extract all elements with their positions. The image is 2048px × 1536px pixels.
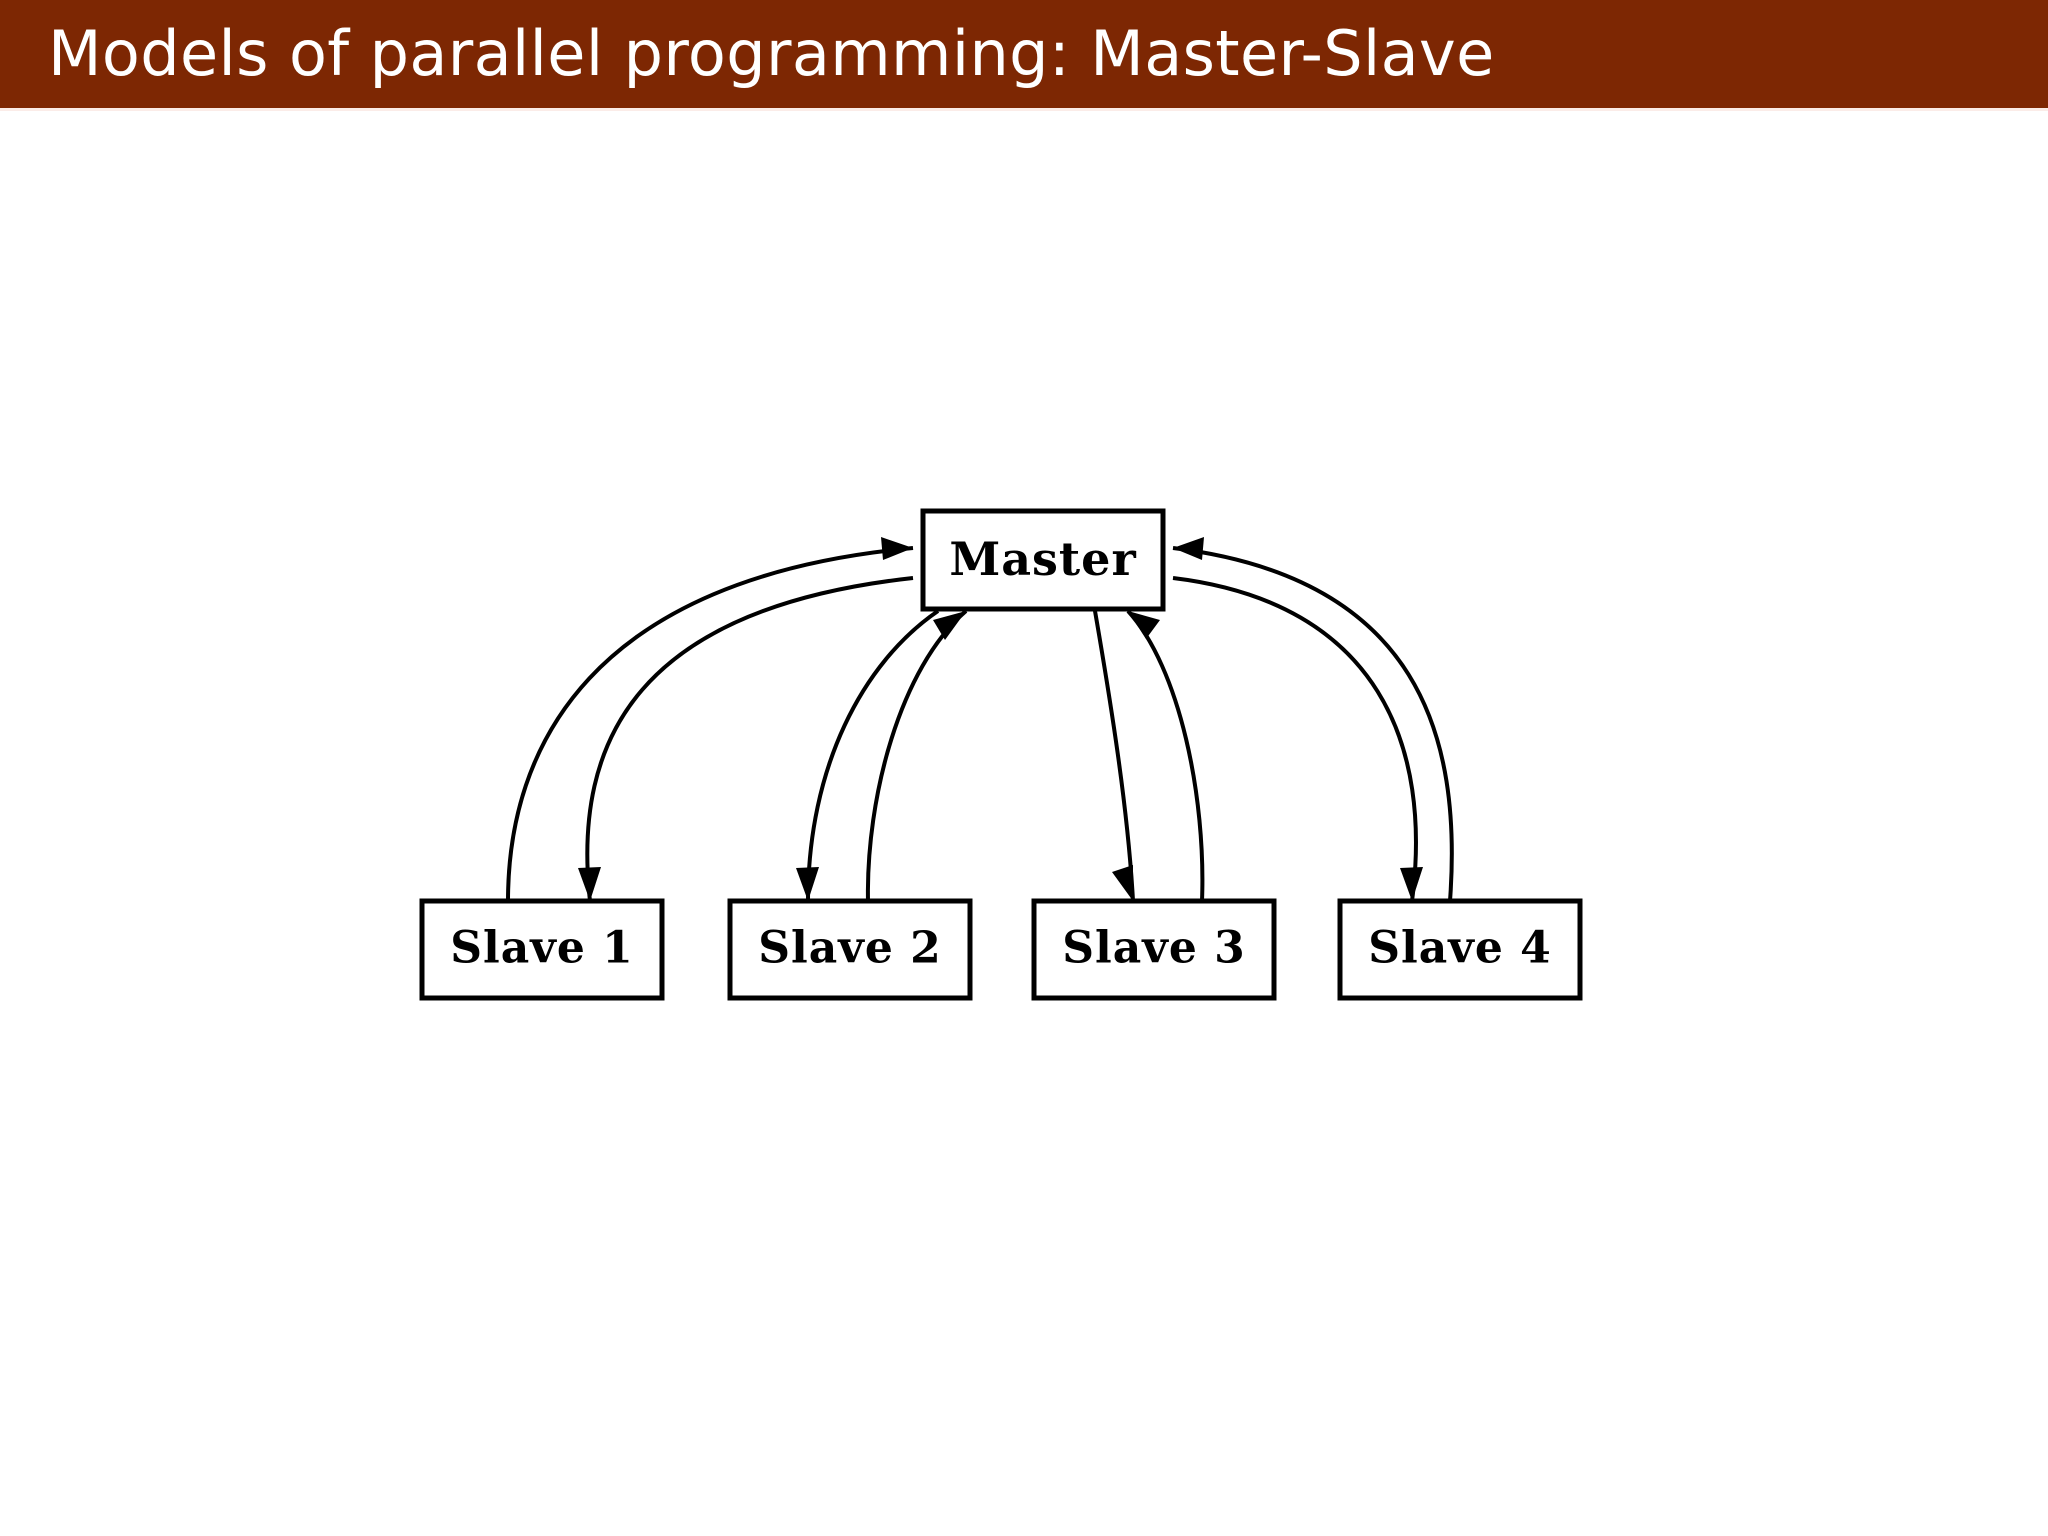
- edge-path: [585, 576, 914, 902]
- master-box[interactable]: [920, 508, 1166, 612]
- node-master[interactable]: Master: [920, 508, 1166, 612]
- edge-path: [806, 609, 940, 902]
- node-slave-2[interactable]: Slave 2: [727, 898, 973, 1001]
- arrow-head-icon: [933, 611, 966, 640]
- edge-slave2-to-master: [865, 609, 968, 902]
- arrow-head-icon: [1112, 865, 1133, 901]
- edge-path: [506, 546, 914, 902]
- edge-slave4-to-master: [1172, 537, 1454, 902]
- diagram-canvas: Master Slave 1 Slave 2 Slave 3 Slave 4: [419, 508, 1583, 1001]
- slave-2-label: Slave 2: [758, 923, 942, 974]
- edge-group: [506, 537, 1454, 902]
- slave-2-box[interactable]: [727, 898, 973, 1001]
- edge-master-to-slave3: [1093, 610, 1135, 902]
- edge-master-to-slave1: [578, 576, 914, 902]
- node-slave-3[interactable]: Slave 3: [1031, 898, 1277, 1001]
- master-slave-diagram: Master Slave 1 Slave 2 Slave 3 Slave 4: [0, 108, 2048, 1536]
- edge-path: [1172, 546, 1454, 902]
- slave-4-box[interactable]: [1337, 898, 1583, 1001]
- edge-slave1-to-master: [506, 537, 914, 902]
- node-slave-4[interactable]: Slave 4: [1337, 898, 1583, 1001]
- arrow-head-icon: [881, 537, 913, 560]
- slave-1-box[interactable]: [419, 898, 665, 1001]
- title-underline: [0, 108, 2048, 111]
- master-label: Master: [949, 532, 1136, 586]
- page-title: Models of parallel programming: Master-S…: [48, 17, 1495, 90]
- arrow-head-icon: [1400, 867, 1423, 901]
- node-slave-1[interactable]: Slave 1: [419, 898, 665, 1001]
- edge-master-to-slave2: [796, 609, 940, 902]
- edge-path: [1093, 610, 1135, 902]
- arrow-head-icon: [796, 867, 819, 901]
- slave-4-label: Slave 4: [1368, 923, 1552, 974]
- slide-title-bar: Models of parallel programming: Master-S…: [0, 0, 2048, 108]
- edge-slave3-to-master: [1126, 609, 1205, 902]
- arrow-head-icon: [1173, 537, 1204, 560]
- edge-path: [1126, 609, 1205, 902]
- arrow-head-icon: [1128, 611, 1160, 639]
- edge-master-to-slave4: [1172, 576, 1423, 902]
- slave-3-label: Slave 3: [1062, 923, 1246, 974]
- edge-path: [865, 609, 968, 902]
- slave-1-label: Slave 1: [450, 923, 634, 974]
- arrow-head-icon: [578, 867, 601, 901]
- edge-path: [1172, 576, 1418, 902]
- slave-3-box[interactable]: [1031, 898, 1277, 1001]
